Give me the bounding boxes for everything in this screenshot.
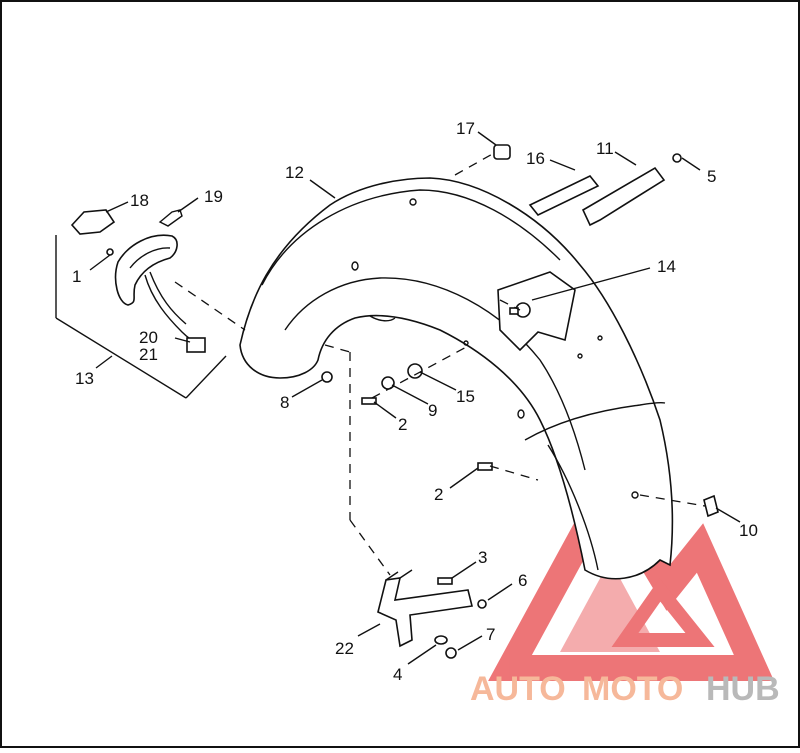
callout-15: 15 [456,387,475,406]
callout-1: 1 [72,267,81,286]
callout-10: 10 [739,521,758,540]
watermark-text: AUTO MOTO HUB [470,670,780,708]
watermark-auto: AUTO [470,670,566,708]
callout-12: 12 [285,163,304,182]
callout-14: 14 [657,257,676,276]
callout-6: 6 [518,571,527,590]
hardware [321,144,719,659]
callout-2b: 2 [434,485,443,504]
rear-fender [239,177,674,580]
callout-2a: 2 [398,415,407,434]
callout-9: 9 [428,401,437,420]
watermark-hub: HUB [706,670,780,708]
callout-5: 5 [707,167,716,186]
callout-22: 22 [335,639,354,658]
callout-16: 16 [526,149,545,168]
callout-19: 19 [204,187,223,206]
callout-7: 7 [486,625,495,644]
callout-13: 13 [75,369,94,388]
license-bracket [377,569,473,648]
watermark-moto: MOTO [582,670,683,708]
callout-8: 8 [280,393,289,412]
leader-lines [89,131,741,665]
callout-labels: 1 2 2 3 4 5 6 7 8 9 10 11 12 13 14 15 16… [72,119,758,684]
callout-3: 3 [478,548,487,567]
callout-20: 20 [139,328,158,347]
bracket-14 [497,271,576,352]
callout-21: 21 [139,345,158,364]
callout-18: 18 [130,191,149,210]
taillight-assembly [55,209,227,399]
callout-17: 17 [456,119,475,138]
assembly-lines [174,151,706,576]
callout-4: 4 [393,665,402,684]
callout-11: 11 [596,139,614,158]
